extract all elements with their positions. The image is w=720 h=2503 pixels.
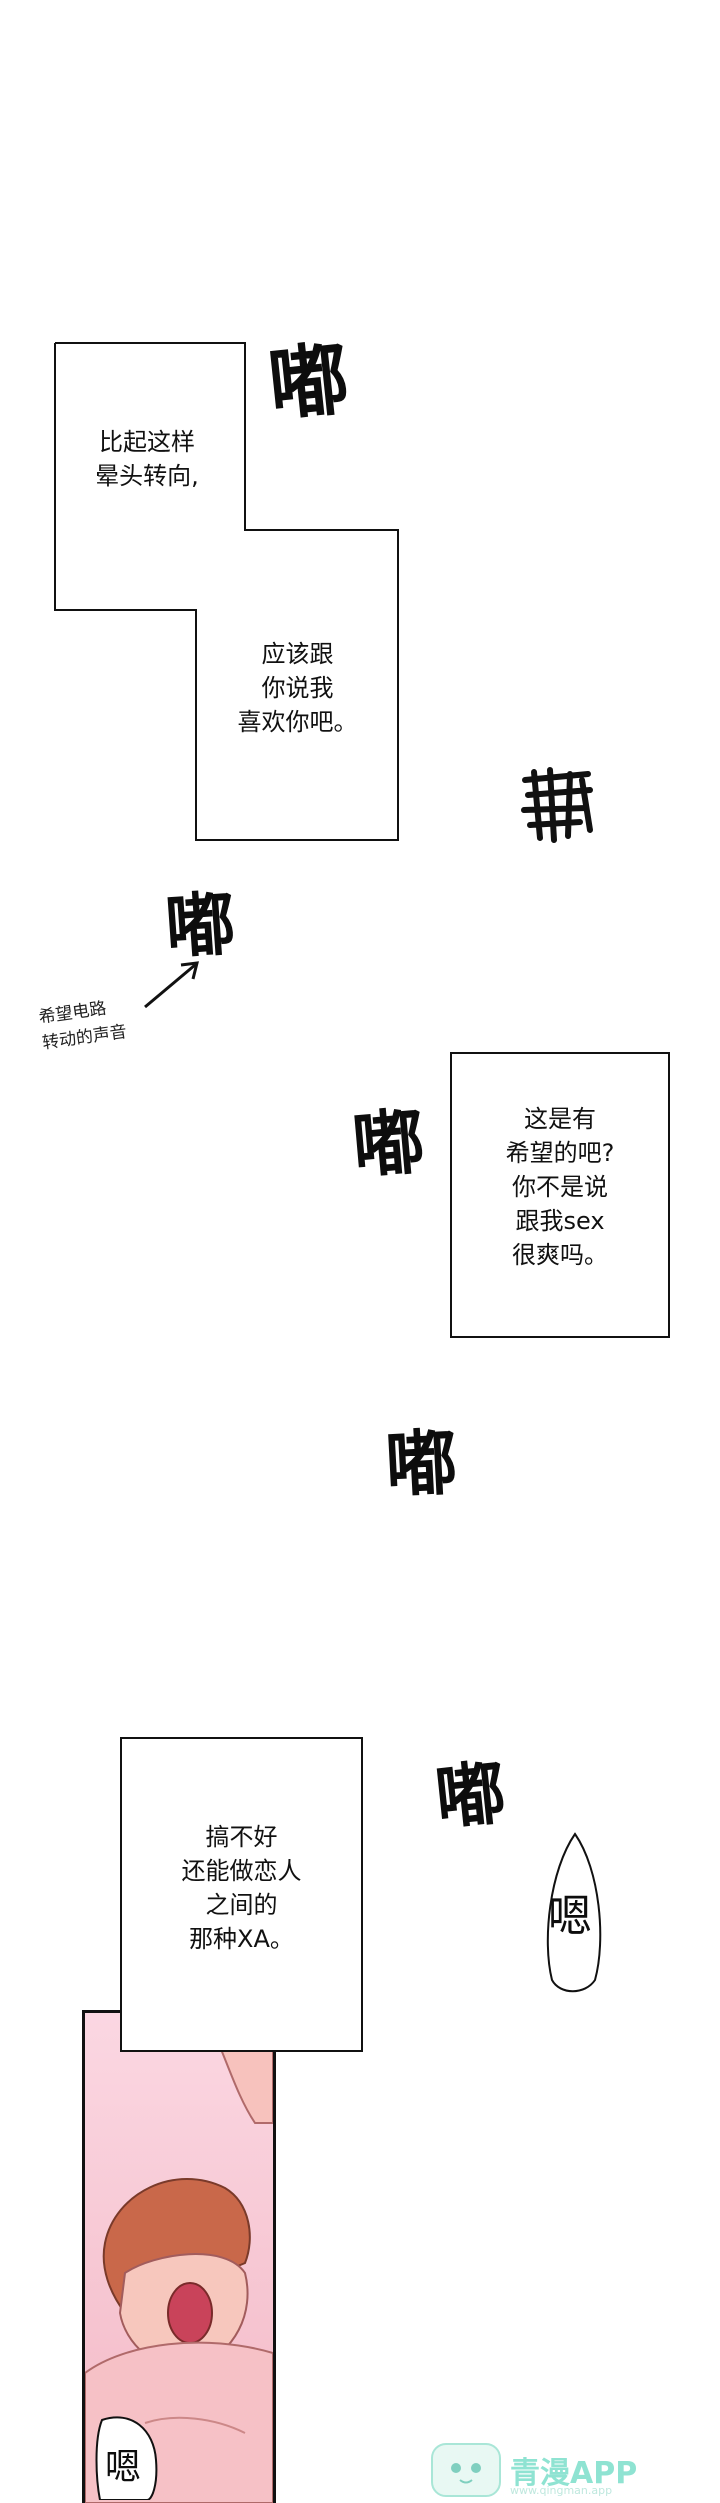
sfx-du-4: 嘟 xyxy=(383,1419,458,1508)
caption-box-2: 应该跟 你说我 喜欢你吧。 xyxy=(237,640,358,736)
caption-box-4: 搞不好 还能做恋人 之间的 那种XA。 xyxy=(181,1823,302,1953)
sfx-du-1: 嘟 xyxy=(263,331,352,433)
speech-bubble-en-bottom xyxy=(95,2416,158,2500)
caption-box-1: 比起这样 晕头转向, xyxy=(95,428,199,490)
caption-box-3: 这是有 希望的吧? 你不是说 跟我sex 很爽吗。 xyxy=(505,1105,615,1269)
sfx-scribble xyxy=(521,767,593,843)
sfx-du-3: 嘟 xyxy=(348,1098,427,1189)
cat-logo-icon xyxy=(431,2443,501,2497)
sfx-du-5: 嘟 xyxy=(431,1750,508,1841)
sfx-en-2: 嗯 xyxy=(105,2447,141,2488)
caption-box-4-frame xyxy=(120,1737,363,2052)
speech-bubble-en xyxy=(546,1832,602,1993)
watermark-url: www.qingman.app xyxy=(510,2484,613,2497)
sfx-en-1: 嗯 xyxy=(548,1891,592,1942)
watermark-brand: 青漫APP xyxy=(510,2456,638,2491)
watermark-logo: 青漫APP xyxy=(430,2440,637,2500)
art-panel xyxy=(82,2010,276,2503)
arrow-icon xyxy=(144,961,199,1009)
caption-box-3-frame xyxy=(450,1052,670,1338)
